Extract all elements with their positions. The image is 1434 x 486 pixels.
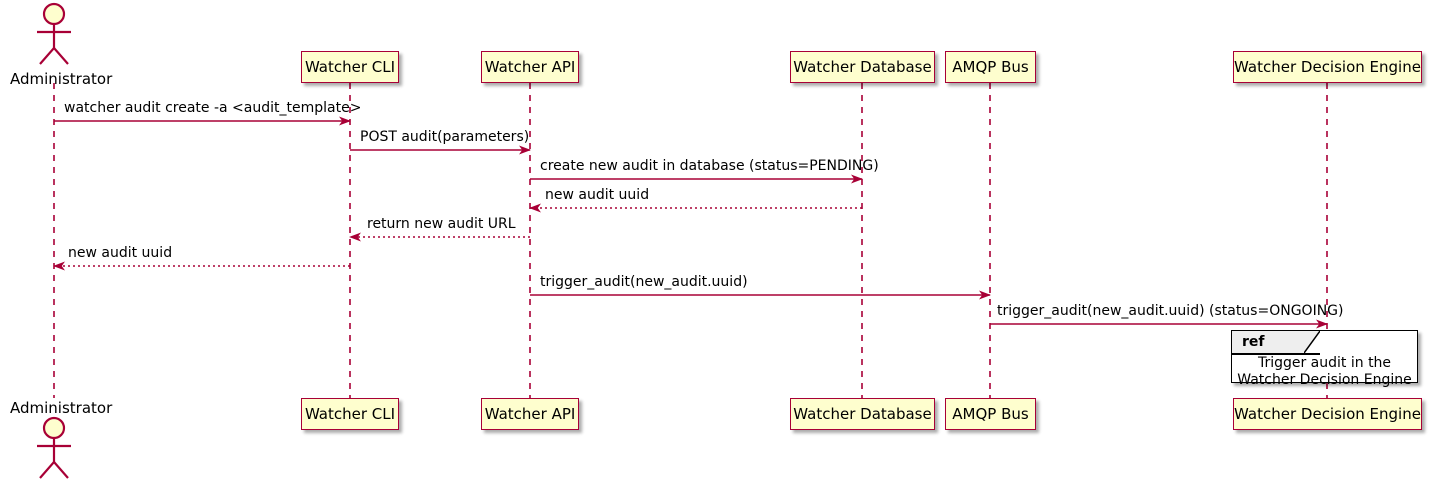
participant-amqp-bus-top[interactable]: AMQP Bus [945,51,1036,83]
participant-watcher-database-bottom[interactable]: Watcher Database [790,398,935,430]
message-label-new-audit-uuid-db: new audit uuid [545,187,650,203]
participant-watcher-api-bottom[interactable]: Watcher API [481,398,579,430]
actor-figure-top [37,2,71,65]
participant-watcher-database-top[interactable]: Watcher Database [790,51,935,83]
message-arrows-group [53,116,1328,329]
ref-fragment-tab-underline [1232,353,1320,355]
participant-amqp-bus-bottom[interactable]: AMQP Bus [945,398,1036,430]
ref-fragment-line-2: Watcher Decision Engine [1237,372,1412,388]
message-label-trigger-audit-ongoing: trigger_audit(new_audit.uuid) (status=ON… [997,303,1344,319]
participant-decision-engine-top[interactable]: Watcher Decision Engine [1233,51,1422,83]
ref-fragment-line-1: Trigger audit in the [1257,355,1392,371]
ref-fragment-tab-corner-icon [1304,331,1320,354]
ref-fragment-tab [1232,331,1304,353]
actor-label-administrator-top: Administrator [10,70,113,88]
participant-watcher-cli-top[interactable]: Watcher CLI [301,51,399,83]
message-label-new-audit-uuid-cli: new audit uuid [68,245,173,261]
actor-figure-bottom [37,416,71,479]
participant-watcher-cli-bottom[interactable]: Watcher CLI [301,398,399,430]
message-label-trigger-audit: trigger_audit(new_audit.uuid) [540,274,748,290]
message-label-post-audit: POST audit(parameters) [360,129,530,145]
ref-fragment-trigger-audit: ref Trigger audit in the Watcher Decisio… [1231,330,1418,388]
ref-fragment-tab-label: ref [1242,334,1265,350]
ref-fragment-body: Trigger audit in the Watcher Decision En… [1232,355,1417,389]
participant-watcher-api-top[interactable]: Watcher API [481,51,579,83]
lifelines-group [53,83,1328,398]
message-label-create-new-audit: create new audit in database (status=PEN… [540,158,879,174]
message-label-return-new-audit-url: return new audit URL [367,216,516,232]
actor-label-administrator-bottom: Administrator [10,399,113,417]
participant-decision-engine-bottom[interactable]: Watcher Decision Engine [1233,398,1422,430]
message-label-watcher-audit-create: watcher audit create -a <audit_template> [64,100,362,116]
